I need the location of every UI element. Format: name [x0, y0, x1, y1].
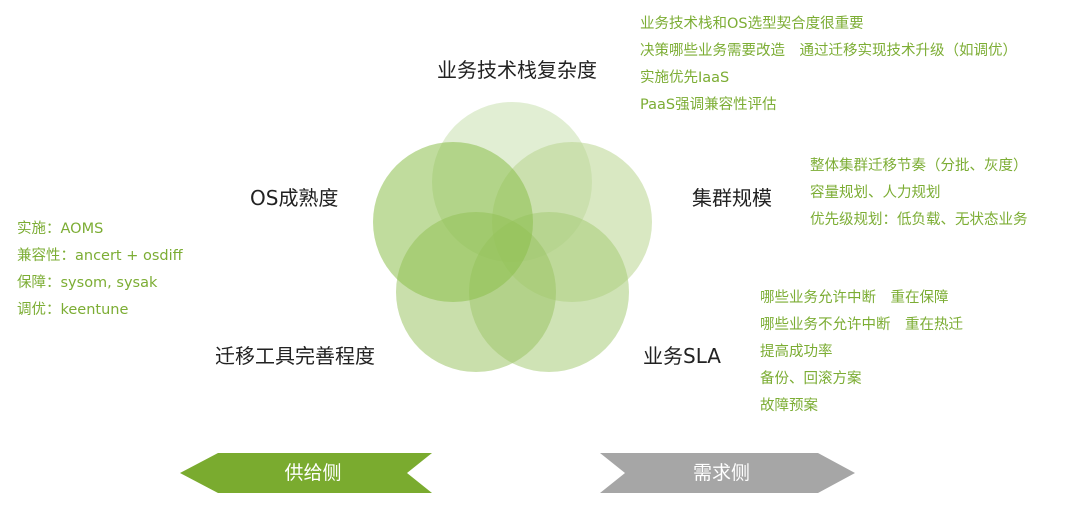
- factor-tech-stack-title: 业务技术栈复杂度: [437, 58, 597, 82]
- demand-side-label: 需求侧: [692, 462, 750, 484]
- list-item: 故障预案: [760, 398, 818, 414]
- supply-side-label: 供给侧: [284, 462, 342, 484]
- factor-os-maturity-title: OS成熟度: [250, 186, 339, 210]
- list-item: 备份、回滚方案: [760, 371, 862, 387]
- factor-business-sla-title: 业务SLA: [643, 344, 721, 368]
- os-maturity-notes: 实施：AOMS 兼容性：ancert + osdiff 保障：sysom, sy…: [17, 216, 183, 324]
- list-item: 整体集群迁移节奏（分批、灰度）: [810, 158, 1028, 174]
- list-item: 保障：sysom, sysak: [17, 275, 158, 291]
- list-item: 兼容性：ancert + osdiff: [17, 248, 183, 264]
- list-item: 容量规划、人力规划: [810, 185, 941, 201]
- business-sla-notes: 哪些业务允许中断 重在保障 哪些业务不允许中断 重在热迁 提高成功率 备份、回滚…: [760, 285, 963, 420]
- list-item: 哪些业务不允许中断 重在热迁: [760, 317, 963, 333]
- factor-migration-tools-title: 迁移工具完善程度: [215, 344, 375, 368]
- list-item: 优先级规划：低负载、无状态业务: [810, 212, 1028, 228]
- list-item: 实施：AOMS: [17, 221, 104, 237]
- list-item: 哪些业务允许中断 重在保障: [760, 290, 949, 306]
- list-item: 提高成功率: [760, 344, 833, 360]
- demand-arrow: [600, 453, 855, 493]
- factor-cluster-scale-title: 集群规模: [692, 186, 772, 210]
- tech-stack-notes: 业务技术栈和OS选型契合度很重要 决策哪些业务需要改造 通过迁移实现技术升级（如…: [640, 11, 1017, 119]
- cluster-scale-notes: 整体集群迁移节奏（分批、灰度） 容量规划、人力规划 优先级规划：低负载、无状态业…: [810, 153, 1028, 234]
- list-item: PaaS强调兼容性评估: [640, 97, 777, 113]
- circle-os-maturity: [373, 142, 533, 302]
- list-item: 调优：keentune: [17, 302, 129, 318]
- list-item: 实施优先IaaS: [640, 70, 730, 86]
- list-item: 业务技术栈和OS选型契合度很重要: [640, 16, 864, 32]
- supply-arrow: [180, 453, 432, 493]
- list-item: 决策哪些业务需要改造 通过迁移实现技术升级（如调优）: [640, 43, 1017, 59]
